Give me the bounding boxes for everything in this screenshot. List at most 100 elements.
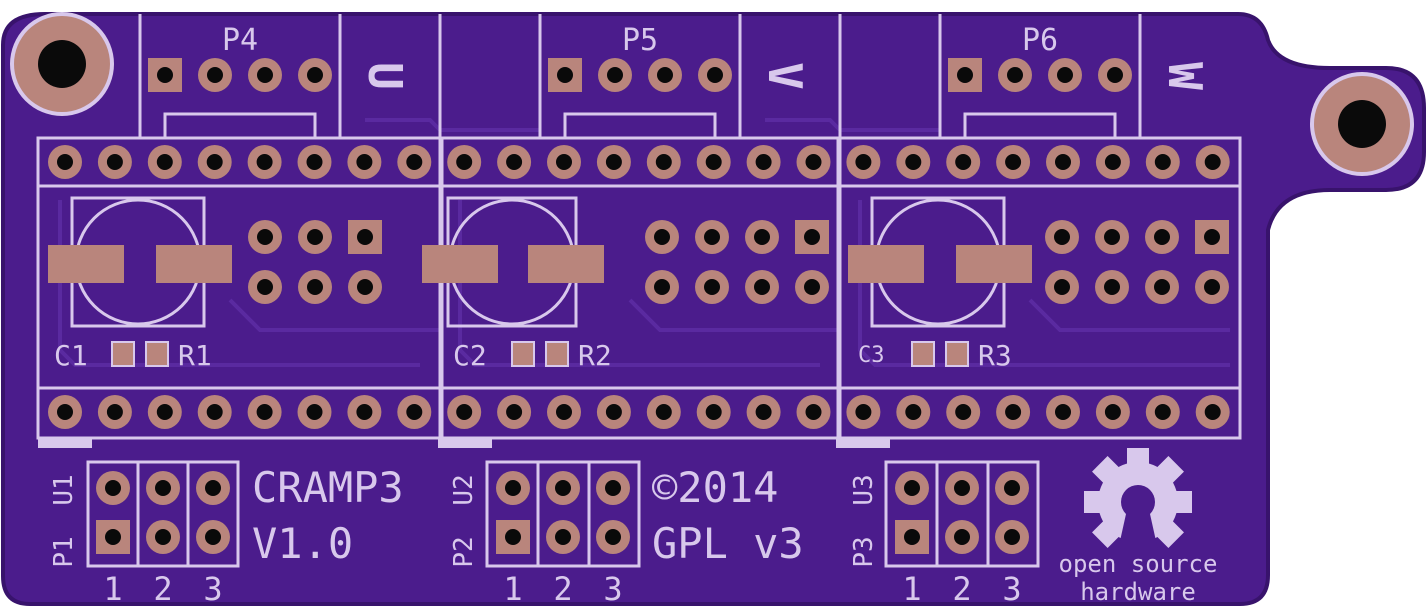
config-pad — [596, 471, 630, 505]
microstep-jumper-pad — [298, 220, 332, 254]
driver-header-pad — [247, 145, 282, 179]
label-c1: C1 — [54, 339, 88, 372]
connector-pad — [998, 58, 1032, 92]
driver-header-pad — [996, 145, 1031, 179]
driver-header-pad — [397, 395, 432, 429]
connector-pad — [248, 58, 282, 92]
microstep-jumper-pad — [695, 270, 729, 304]
driver-header-pad — [1195, 145, 1230, 179]
config-pad — [146, 471, 180, 505]
driver-header-pad — [896, 145, 931, 179]
config-pad — [945, 471, 979, 505]
pin-number: 1 — [902, 570, 921, 608]
driver-header-pad — [547, 145, 581, 179]
connector-pad — [198, 58, 232, 92]
microstep-jumper-pad — [795, 270, 829, 304]
driver-header-pad — [696, 395, 731, 429]
smd-capacitor-resistor-pads — [111, 341, 969, 367]
driver-header-pad — [147, 395, 182, 429]
microstep-jumper-pad — [1145, 270, 1179, 304]
connector-pad — [648, 58, 682, 92]
label-c3: C3 — [858, 343, 885, 368]
driver-header-pad — [197, 145, 232, 179]
label-u3: U3 — [849, 474, 879, 505]
config-pad — [96, 520, 130, 554]
config-pad — [995, 520, 1029, 554]
driver-header-pad — [547, 395, 581, 429]
config-pad — [546, 520, 580, 554]
board-version: V1.0 — [252, 519, 353, 568]
pin-number: 2 — [153, 570, 172, 608]
connector-pad — [598, 58, 632, 92]
microstep-jumper-pad — [1045, 220, 1079, 254]
microstep-jumper-pad — [745, 220, 779, 254]
driver-header-pad — [746, 395, 781, 429]
label-u1: U1 — [49, 474, 79, 505]
license-text: GPL v3 — [652, 519, 804, 568]
oshw-gear-icon — [1084, 448, 1192, 550]
driver-header-pad — [746, 145, 781, 179]
trimmer-pads — [48, 245, 1032, 283]
pin-number: 1 — [503, 570, 522, 608]
driver-header-pad — [197, 395, 232, 429]
microstep-jumper-pad — [1095, 220, 1129, 254]
driver-header-pad — [896, 395, 931, 429]
microstep-jumper-pad — [348, 270, 382, 304]
driver-header-pad — [1046, 395, 1080, 429]
driver-header-pad — [1046, 145, 1080, 179]
driver-header-pad — [297, 395, 332, 429]
driver-header-pad — [497, 395, 532, 429]
label-r1: R1 — [178, 339, 212, 372]
microstep-jumper-pad — [745, 270, 779, 304]
config-pad — [945, 520, 979, 554]
connector-pad — [298, 58, 332, 92]
driver-header-pad — [447, 145, 482, 179]
config-pad — [546, 471, 580, 505]
pin-number: 2 — [952, 570, 971, 608]
microstep-jumper-pad — [695, 220, 729, 254]
phase-label-u: U — [358, 62, 412, 90]
config-pad — [496, 520, 530, 554]
phase-label-v: V — [758, 62, 812, 90]
config-pad — [146, 520, 180, 554]
driver-header-pad — [946, 145, 981, 179]
microstep-jumper-pad — [645, 220, 679, 254]
pin-number: 1 — [103, 570, 122, 608]
connector-pad — [548, 58, 582, 92]
oshw-line1: open source — [1059, 550, 1218, 578]
mounting-hole-right — [1310, 72, 1414, 176]
driver-header-pad — [796, 145, 831, 179]
header-label-p5: P5 — [622, 23, 658, 58]
driver-header-pad — [596, 145, 631, 179]
driver-header-pad — [1145, 145, 1180, 179]
connector-pad — [948, 58, 982, 92]
driver-header-pad — [347, 395, 382, 429]
config-pad — [895, 471, 929, 505]
driver-header-pad — [846, 145, 881, 179]
microstep-jumper-pad — [1045, 270, 1079, 304]
header-label-p6: P6 — [1022, 23, 1058, 58]
driver-header-pad — [97, 395, 132, 429]
config-pad — [596, 520, 630, 554]
connector-pad — [1098, 58, 1132, 92]
label-c2: C2 — [453, 339, 487, 372]
driver-header-pad — [596, 395, 631, 429]
config-pad — [995, 471, 1029, 505]
connector-pad — [148, 58, 182, 92]
connector-pad — [1048, 58, 1082, 92]
pin-number: 3 — [203, 570, 222, 608]
driver-header-pad — [696, 145, 731, 179]
driver-header-pad — [646, 395, 681, 429]
driver-header-pad — [247, 395, 282, 429]
label-r3: R3 — [978, 339, 1012, 372]
microstep-jumper-pad — [298, 270, 332, 304]
config-pad — [96, 471, 130, 505]
microstep-jumper-pad — [1195, 270, 1229, 304]
microstep-jumper-pad — [1145, 220, 1179, 254]
driver-header-pad — [946, 395, 981, 429]
board-outline — [1, 12, 1426, 606]
connector-pad — [698, 58, 732, 92]
driver-header-pad — [397, 145, 432, 179]
